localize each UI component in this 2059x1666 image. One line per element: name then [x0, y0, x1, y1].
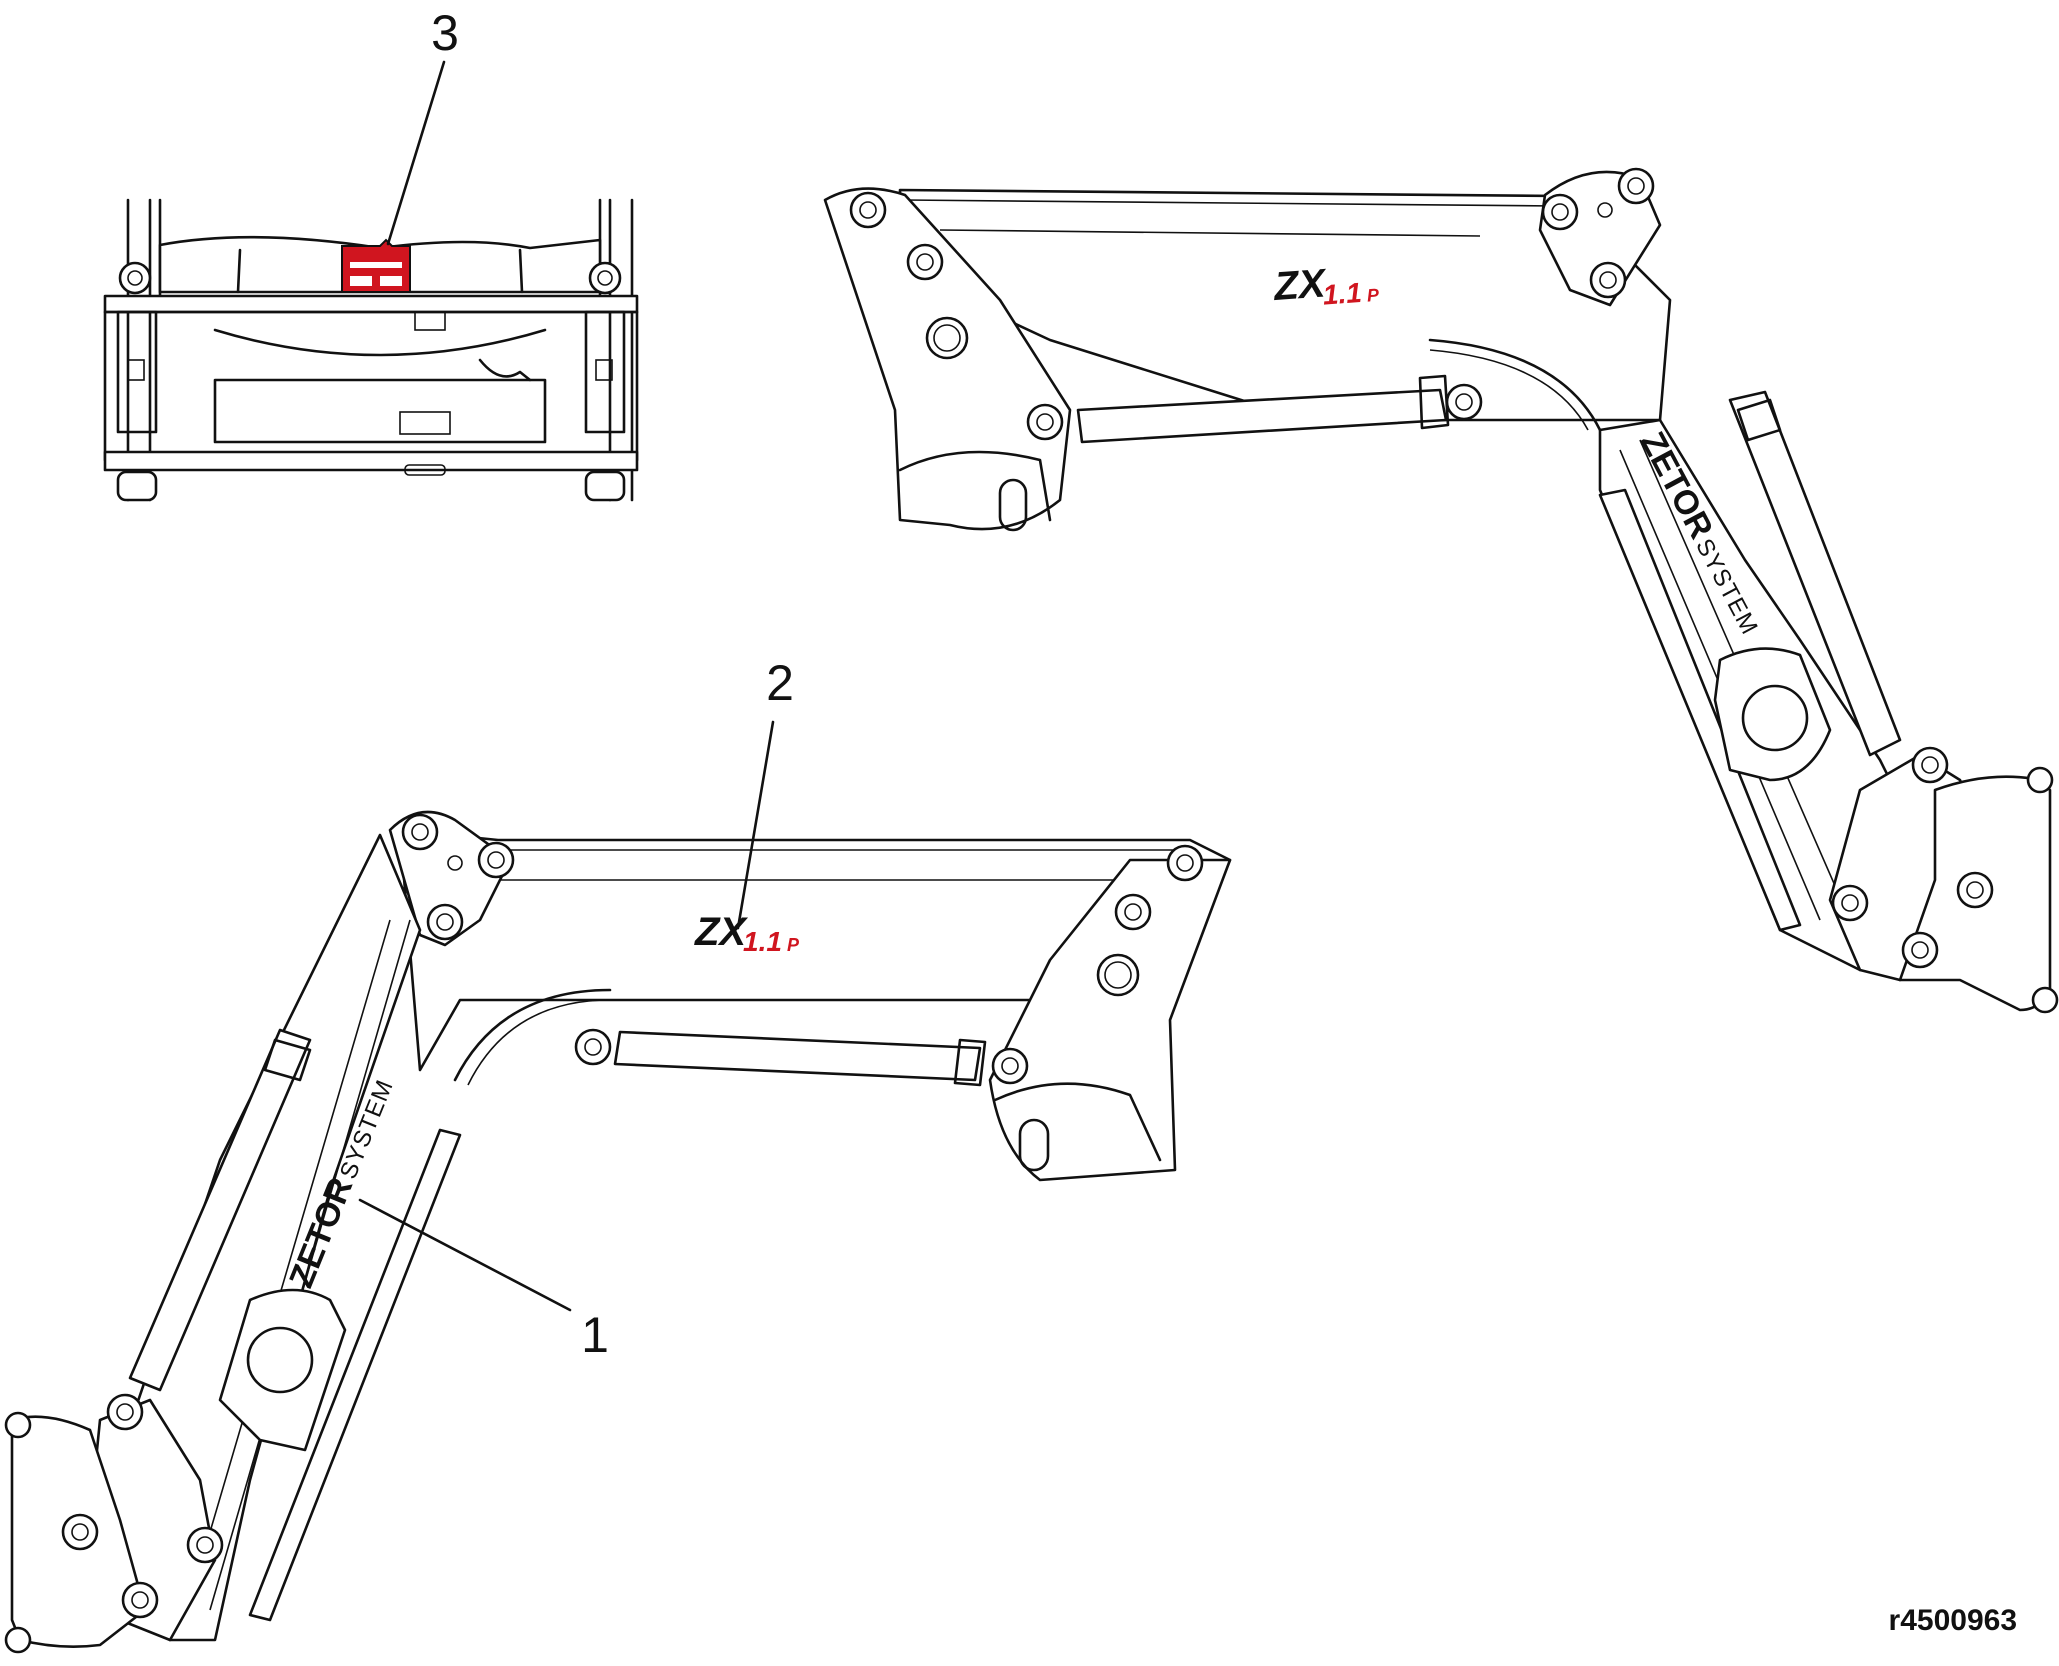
- zx-decal-right: ZX 1.1 P: [1272, 261, 1381, 311]
- model-text-right: ZX: [1272, 261, 1329, 309]
- callout-3: 3: [386, 5, 459, 246]
- reference-code: r4500963: [1888, 1604, 2017, 1637]
- version-text-right: 1.1: [1322, 277, 1363, 311]
- callout-3-label: 3: [431, 5, 459, 61]
- suffix-text-right: P: [1366, 285, 1380, 306]
- callout-2-label: 2: [766, 655, 794, 711]
- callout-1-label: 1: [581, 1307, 609, 1363]
- loader-arm-left: [4, 810, 1232, 1654]
- suffix-text-left: P: [787, 935, 800, 955]
- callout-2: 2: [736, 655, 794, 930]
- front-view-assembly: [103, 198, 639, 502]
- front-badge-decal: [341, 238, 411, 293]
- loader-arm-right: [823, 167, 2059, 1014]
- zx-decal-left: ZX 1.1 P: [694, 910, 800, 957]
- callout-1: 1: [358, 1198, 609, 1363]
- version-text-left: 1.1: [743, 926, 782, 957]
